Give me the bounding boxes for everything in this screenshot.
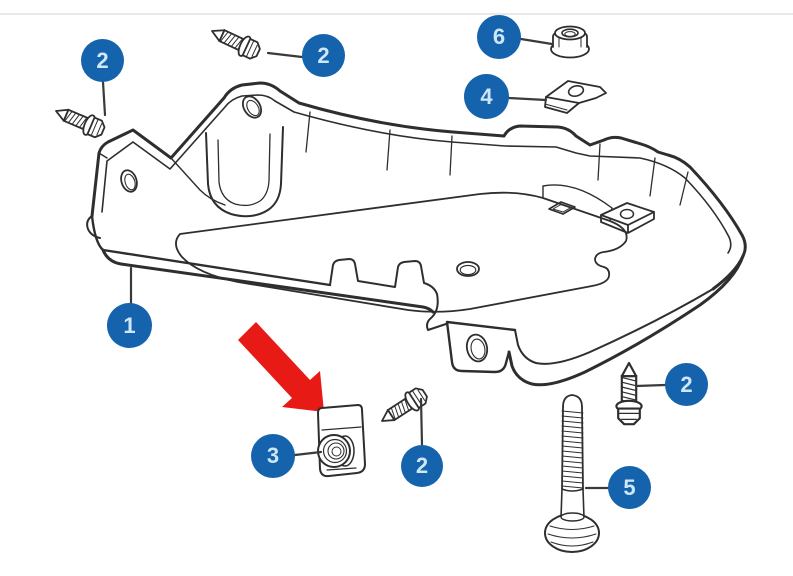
callout-2-bottom-center: 2 (401, 445, 443, 487)
callout-1: 1 (107, 303, 152, 348)
battery-tray-drawing (86, 81, 747, 387)
clip-nut-drawing (317, 404, 366, 478)
callout-3: 3 (251, 434, 295, 478)
callout-2-right: 2 (665, 363, 708, 406)
top-divider-line (0, 13, 793, 15)
u-clip-nut-drawing (544, 80, 607, 114)
callout-6: 6 (477, 15, 521, 59)
screw-top-center (206, 20, 264, 63)
flange-nut-drawing (550, 25, 590, 59)
screw-right (615, 361, 643, 426)
callout-4: 4 (464, 74, 509, 119)
callout-5: 5 (608, 466, 651, 509)
attention-arrow-icon (238, 322, 324, 412)
callout-connector-lines (101, 37, 667, 490)
screw-top-left (50, 100, 108, 142)
callout-2-top-center: 2 (302, 34, 345, 77)
callout-2-top-left: 2 (81, 39, 124, 82)
long-bolt-drawing (544, 394, 600, 553)
